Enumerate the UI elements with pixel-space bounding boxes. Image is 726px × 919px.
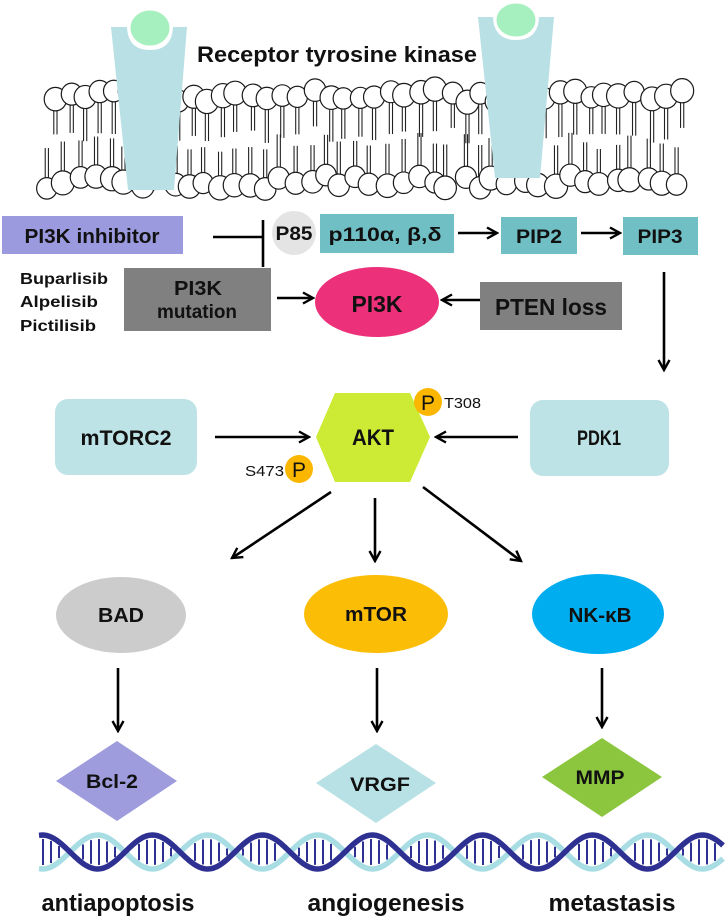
phosphate-circle bbox=[414, 388, 442, 416]
dna-strand-dark bbox=[38, 832, 725, 872]
receptor-tyrosine-kinase-right bbox=[478, 0, 554, 178]
drug-buparlisib: Buparlisib bbox=[20, 271, 108, 288]
cell-membrane-lipid-bilayer bbox=[36, 76, 695, 201]
pip2-box bbox=[501, 217, 577, 254]
outcome-angiogenesis: angiogenesis bbox=[308, 890, 465, 917]
arrow-akt-to-nfkb bbox=[422, 485, 521, 561]
mtor-label: mTOR bbox=[345, 604, 408, 626]
pten-loss-label: PTEN loss bbox=[495, 294, 607, 320]
phosphate-symbol: P bbox=[421, 392, 435, 415]
receptor-body bbox=[478, 17, 554, 178]
lipid-head bbox=[670, 78, 695, 104]
lipid-head bbox=[433, 175, 458, 201]
bcl2-label: Bcl-2 bbox=[86, 772, 138, 793]
pdk1-label: PDK1 bbox=[577, 427, 621, 450]
pten-loss-node: PTEN loss bbox=[480, 282, 622, 330]
mtorc2-label: mTORC2 bbox=[81, 427, 172, 450]
p85-node: P85 bbox=[272, 211, 316, 255]
site-label-s473: S473 bbox=[245, 463, 284, 480]
bcl2-diamond bbox=[56, 741, 177, 821]
receptor-body bbox=[111, 27, 187, 190]
drug-pictilisib: Pictilisib bbox=[20, 318, 96, 335]
ligand-icon bbox=[127, 7, 173, 49]
outcome-metastasis: metastasis bbox=[549, 890, 676, 917]
pi3k-inhibitor-node: PI3K inhibitor bbox=[2, 216, 183, 254]
lipid-head bbox=[665, 173, 688, 196]
dna-double-helix-icon bbox=[38, 832, 725, 872]
ligand-icon bbox=[493, 0, 539, 40]
inhibition-edge bbox=[213, 220, 265, 267]
receptor-tyrosine-kinase-left bbox=[111, 7, 187, 190]
phosphate-symbol: P bbox=[292, 459, 306, 482]
inhibitor-drug-list: Buparlisib Alpelisib Pictilisib bbox=[20, 271, 108, 335]
vrgf-label: VRGF bbox=[350, 775, 410, 796]
lipid-head bbox=[617, 167, 642, 193]
nfkb-ellipse bbox=[532, 574, 664, 654]
p110-node: p110α, β,δ bbox=[320, 214, 454, 253]
pip3-node: PIP3 bbox=[623, 217, 698, 255]
pi3k-ellipse bbox=[315, 267, 439, 337]
mmp-label: MMP bbox=[576, 768, 625, 789]
pi3k-mutation-box bbox=[124, 268, 271, 331]
pip3-box bbox=[623, 217, 698, 255]
pip2-label: PIP2 bbox=[516, 227, 562, 248]
pi3k-inhibitor-box bbox=[2, 216, 183, 254]
pi3k-node: PI3K bbox=[315, 267, 439, 337]
pdk1-box bbox=[530, 400, 669, 476]
mtor-ellipse bbox=[304, 575, 448, 653]
phospho-site-s473: S473 P bbox=[245, 455, 313, 483]
bad-node: BAD bbox=[56, 577, 186, 653]
mmp-diamond bbox=[542, 738, 662, 817]
pi3k-mutation-node: PI3K mutation bbox=[124, 268, 271, 331]
lipid-head bbox=[587, 171, 611, 196]
bad-ellipse bbox=[56, 577, 186, 653]
mtorc2-node: mTORC2 bbox=[55, 399, 197, 475]
pip3-label: PIP3 bbox=[638, 227, 683, 248]
pi3k-inhibitor-label: PI3K inhibitor bbox=[25, 226, 160, 248]
nfkb-node: NK-κB bbox=[532, 574, 664, 654]
p110-box bbox=[320, 214, 454, 253]
drug-alpelisib: Alpelisib bbox=[20, 294, 98, 311]
phosphate-circle bbox=[285, 455, 313, 483]
outcome-antiapoptosis: antiapoptosis bbox=[42, 890, 195, 917]
mtorc2-box bbox=[55, 399, 197, 475]
dna-strand-light bbox=[38, 832, 725, 872]
mmp-node: MMP bbox=[542, 738, 662, 817]
pi3k-label: PI3K bbox=[352, 291, 403, 317]
bad-label: BAD bbox=[98, 605, 144, 627]
arrow-akt-to-bad bbox=[232, 490, 332, 558]
p85-circle bbox=[272, 211, 316, 255]
mtor-node: mTOR bbox=[304, 575, 448, 653]
p110-label: p110α, β,δ bbox=[329, 225, 442, 246]
vrgf-node: VRGF bbox=[316, 744, 436, 823]
vrgf-diamond bbox=[316, 744, 436, 823]
p85-label: P85 bbox=[276, 224, 313, 245]
bcl2-node: Bcl-2 bbox=[56, 741, 177, 821]
pi3k-mutation-label-line1: PI3K bbox=[174, 278, 223, 300]
receptor-title: Receptor tyrosine kinase bbox=[197, 42, 477, 67]
nfkb-label: NK-κB bbox=[569, 605, 632, 627]
phospho-site-t308: P T308 bbox=[414, 388, 481, 416]
site-label-t308: T308 bbox=[444, 395, 481, 412]
pdk1-node: PDK1 bbox=[530, 400, 669, 476]
pi3k-mutation-label-line2: mutation bbox=[157, 302, 237, 323]
pip2-node: PIP2 bbox=[501, 217, 577, 254]
pten-loss-box bbox=[480, 282, 622, 330]
akt-hexagon bbox=[316, 393, 430, 482]
akt-node: AKT bbox=[316, 393, 430, 482]
akt-label: AKT bbox=[352, 425, 395, 450]
